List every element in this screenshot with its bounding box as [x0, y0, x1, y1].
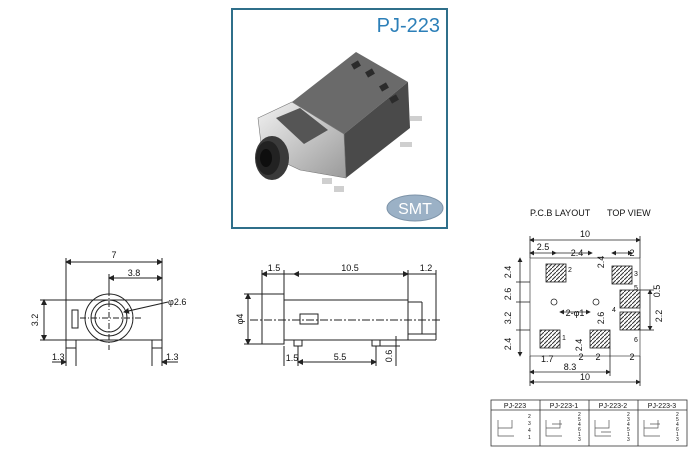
dim-front-width: 7 — [111, 250, 116, 260]
variant-pin: 5 — [627, 427, 630, 433]
variant-pin: 2 — [627, 412, 630, 418]
variant-pin: 6 — [578, 427, 581, 433]
variant-pin: 3 — [627, 417, 630, 423]
dim-front-leg-left: 1.3 — [52, 352, 65, 362]
dim-front-height: 3.2 — [30, 314, 40, 327]
pcb-dim-left-mid: 2.6 — [503, 288, 513, 301]
variant-pin: 2 — [676, 412, 679, 418]
dim-side-diameter: φ4 — [235, 314, 245, 325]
pcb-dim-top-right: 2 — [629, 248, 634, 258]
smt-badge-text: SMT — [398, 201, 432, 218]
variant-pin: 4 — [528, 428, 531, 434]
dim-side-left: 1.5 — [268, 263, 281, 273]
product-photo — [255, 52, 444, 222]
variant-pin: 4 — [676, 422, 679, 428]
pcb-dim-bottom-inner-b: 2 — [578, 352, 583, 362]
pcb-pin-label: 4 — [612, 307, 616, 314]
pcb-dim-top-width: 10 — [580, 229, 590, 239]
pcb-dim-left-bottom: 2.4 — [503, 338, 513, 351]
dim-side-body: 10.5 — [341, 263, 359, 273]
pcb-dim-bottom-right: 2 — [629, 352, 634, 362]
pcb-dim-inner-lower: 2.6 — [596, 312, 606, 325]
variant-name: PJ-223-2 — [599, 403, 628, 410]
pcb-dim-top-mid: 2.4 — [571, 248, 584, 258]
pcb-dim-bottom-span: 8.3 — [564, 362, 577, 372]
variant-pin: 6 — [676, 427, 679, 433]
pcb-pin-label: 1 — [562, 335, 566, 342]
pcb-pin-label: 5 — [634, 285, 638, 292]
dim-front-hole: φ2.6 — [168, 297, 186, 307]
pcb-dim-bottom-width: 10 — [580, 372, 590, 382]
pcb-dim-bottom-inner-a: 2 — [595, 352, 600, 362]
variant-pin: 1 — [676, 432, 679, 438]
variant-pin: 3 — [528, 421, 531, 427]
variant-pin: 5 — [676, 417, 679, 423]
pcb-dim-top-left: 2.5 — [537, 242, 550, 252]
pcb-dim-left-upper: 2.4 — [503, 266, 513, 279]
dim-front-offset: 3.8 — [128, 268, 141, 278]
variant-pin: 1 — [627, 432, 630, 438]
pcb-dim-right-b: 2.2 — [654, 310, 664, 323]
variant-pin: 3 — [676, 437, 679, 443]
pcb-dim-holes: 2-φ1 — [566, 308, 585, 318]
model-title: PJ-223 — [377, 15, 440, 37]
pcb-subtitle: TOP VIEW — [607, 208, 651, 218]
variant-name: PJ-223-3 — [648, 403, 677, 410]
pcb-layout — [516, 236, 654, 386]
variant-pin: 2 — [528, 414, 531, 420]
pcb-pin-label: 6 — [634, 337, 638, 344]
variant-name: PJ-223 — [504, 403, 526, 410]
variant-pin: 3 — [627, 437, 630, 443]
variant-pin: 2 — [578, 412, 581, 418]
variant-pin: 5 — [578, 417, 581, 423]
variant-table — [490, 399, 688, 447]
dim-side-pin-height: 0.6 — [384, 350, 394, 363]
dim-front-leg-right: 1.3 — [166, 352, 179, 362]
pcb-dim-pad-width: 1.7 — [541, 354, 554, 364]
variant-name: PJ-223-1 — [550, 403, 579, 410]
pcb-dim-inner-upper: 2.4 — [596, 256, 606, 269]
pcb-dim-right-a: 0.5 — [652, 285, 662, 298]
pcb-title: P.C.B LAYOUT — [530, 208, 591, 218]
variant-pin: 4 — [578, 422, 581, 428]
pcb-pin-label: 2 — [568, 267, 572, 274]
variant-pin: 4 — [627, 422, 630, 428]
dim-side-pin-pitch: 5.5 — [334, 352, 347, 362]
front-view — [40, 258, 178, 366]
variant-pin: 1 — [528, 435, 531, 441]
pcb-dim-inner-mid: 2.4 — [574, 339, 584, 352]
dim-side-pin-offset: 1.5 — [286, 353, 299, 363]
dim-side-right: 1.2 — [420, 263, 433, 273]
pcb-pin-label: 3 — [634, 271, 638, 278]
variant-pin: 3 — [578, 437, 581, 443]
pcb-dim-left-lower: 3.2 — [503, 312, 513, 325]
variant-pin: 1 — [578, 432, 581, 438]
side-view — [244, 270, 440, 366]
